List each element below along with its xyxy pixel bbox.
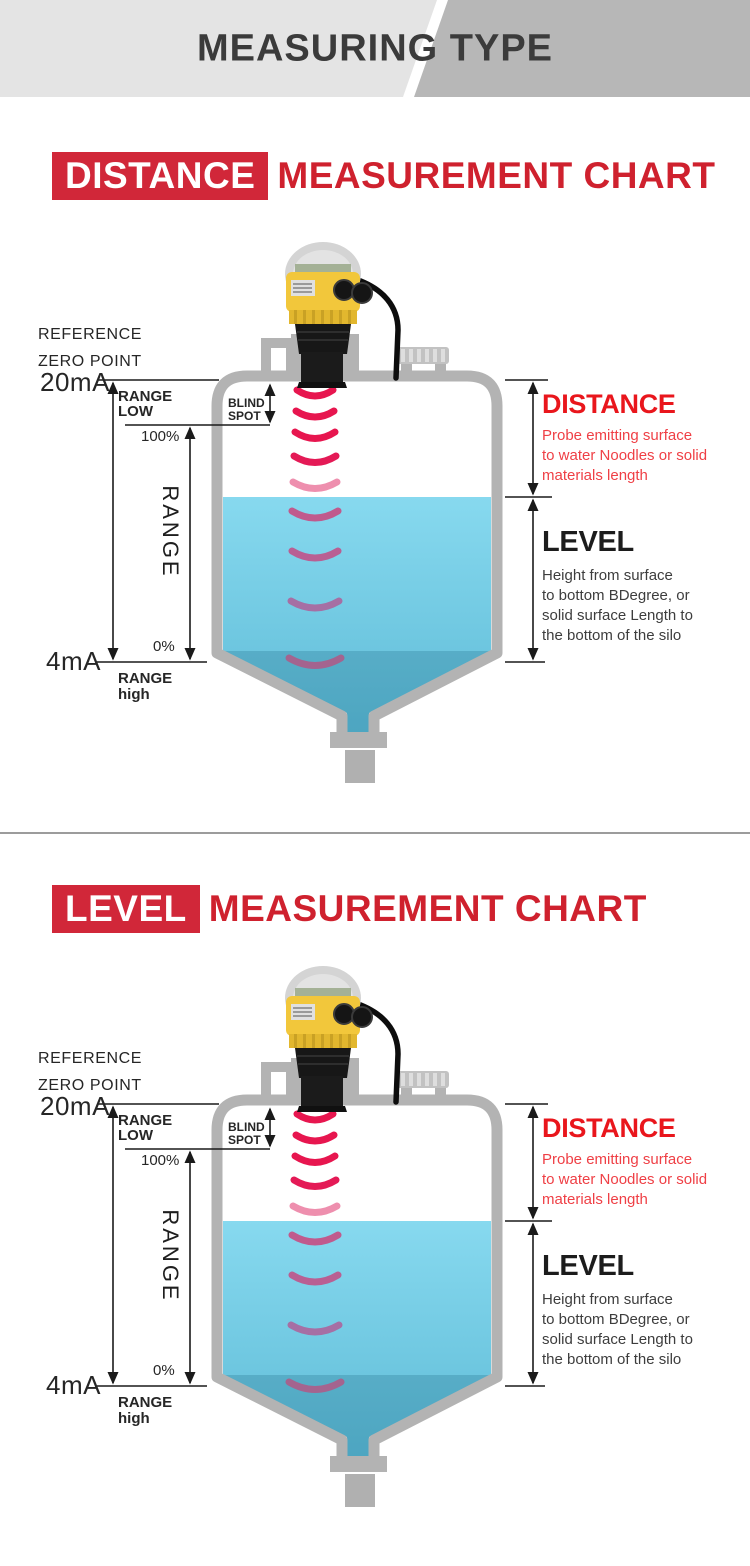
level-annotation: LEVEL Height from surface to bottom BDeg… bbox=[542, 526, 693, 646]
section-title-distance: DISTANCE MEASUREMENT CHART bbox=[52, 152, 715, 200]
page-title: MEASURING TYPE bbox=[196, 27, 554, 69]
title-highlight: LEVEL bbox=[52, 885, 200, 933]
range-low-label: RANGE LOW bbox=[118, 388, 173, 420]
cable-gland bbox=[351, 282, 373, 304]
water-fill bbox=[223, 1221, 491, 1456]
measurement-diagram: REFERENCE ZERO POINT 20mA RANGE LOW 100%… bbox=[0, 954, 750, 1516]
range-high-label: RANGE high bbox=[118, 670, 173, 703]
sensor-probe bbox=[301, 352, 343, 384]
tank-vent-cap bbox=[397, 347, 449, 377]
range-low-label: RANGE LOW bbox=[118, 1112, 173, 1144]
banner-light-panel bbox=[0, 0, 437, 97]
distance-title: DISTANCE bbox=[542, 389, 676, 419]
distance-title: DISTANCE bbox=[542, 1113, 676, 1143]
dimension-lines bbox=[97, 1103, 552, 1387]
section-divider bbox=[0, 832, 750, 834]
blind-spot-label: BLIND SPOT bbox=[228, 396, 265, 423]
outlet-pipe bbox=[345, 1474, 375, 1507]
ultrasonic-sensor bbox=[285, 966, 401, 1112]
pct-100-label: 100% bbox=[141, 1152, 180, 1169]
reference-label: REFERENCE bbox=[38, 326, 143, 343]
range-high-label: RANGE high bbox=[118, 1394, 173, 1427]
distance-description: Probe emitting surface to water Noodles … bbox=[542, 1150, 708, 1208]
zero-point-label: ZERO POINT bbox=[38, 353, 142, 370]
tank-graphic bbox=[97, 966, 552, 1507]
sensor-probe bbox=[301, 1076, 343, 1108]
tank-nozzle-left bbox=[261, 1062, 296, 1072]
title-highlight: DISTANCE bbox=[52, 152, 269, 200]
reference-label: REFERENCE bbox=[38, 1050, 143, 1067]
level-title: LEVEL bbox=[542, 526, 634, 558]
pct-0-label: 0% bbox=[153, 1362, 175, 1379]
current-4ma-label: 4mA bbox=[46, 646, 101, 676]
current-4ma-label: 4mA bbox=[46, 1370, 101, 1400]
outlet-flange bbox=[330, 732, 387, 748]
level-description: Height from surface to bottom BDegree, o… bbox=[542, 566, 693, 644]
sensor-cable bbox=[349, 999, 401, 1105]
current-20ma-label: 20mA bbox=[40, 1091, 110, 1121]
tank-graphic bbox=[97, 242, 552, 783]
distance-annotation: DISTANCE Probe emitting surface to water… bbox=[542, 1113, 708, 1210]
outlet-flange bbox=[330, 1456, 387, 1472]
tank-nozzle-left bbox=[261, 338, 296, 348]
title-rest: MEASUREMENT CHART bbox=[277, 155, 716, 196]
pct-100-label: 100% bbox=[141, 428, 180, 445]
sonic-waves-icon bbox=[285, 1110, 345, 1393]
pct-0-label: 0% bbox=[153, 638, 175, 655]
cable-gland bbox=[333, 1003, 355, 1025]
tank-vent-cap bbox=[397, 1071, 449, 1101]
water-fill bbox=[223, 497, 491, 732]
sensor-cable bbox=[349, 275, 401, 381]
current-20ma-label: 20mA bbox=[40, 367, 110, 397]
distance-annotation: DISTANCE Probe emitting surface to water… bbox=[542, 389, 708, 486]
range-axis-label: RANGE bbox=[158, 1209, 184, 1303]
banner-dark-panel bbox=[414, 0, 750, 97]
header-banner: MEASURING TYPE bbox=[0, 0, 750, 97]
cable-gland bbox=[351, 1006, 373, 1028]
measurement-diagram: REFERENCE ZERO POINT 20mA RANGE LOW 100%… bbox=[0, 230, 750, 792]
section-title-level: LEVEL MEASUREMENT CHART bbox=[52, 885, 647, 933]
level-annotation: LEVEL Height from surface to bottom BDeg… bbox=[542, 1250, 693, 1370]
level-title: LEVEL bbox=[542, 1250, 634, 1282]
ultrasonic-sensor bbox=[285, 242, 401, 388]
distance-description: Probe emitting surface to water Noodles … bbox=[542, 426, 708, 484]
distance-diagram-slot: REFERENCE ZERO POINT 20mA RANGE LOW 100%… bbox=[0, 230, 750, 792]
range-axis-label: RANGE bbox=[158, 485, 184, 579]
blind-spot-label: BLIND SPOT bbox=[228, 1120, 265, 1147]
sonic-waves-icon bbox=[285, 386, 345, 669]
zero-point-label: ZERO POINT bbox=[38, 1077, 142, 1094]
dimension-lines bbox=[97, 379, 552, 663]
cable-gland bbox=[333, 279, 355, 301]
level-description: Height from surface to bottom BDegree, o… bbox=[542, 1290, 693, 1368]
title-rest: MEASUREMENT CHART bbox=[208, 888, 647, 929]
outlet-pipe bbox=[345, 750, 375, 783]
level-diagram-slot: REFERENCE ZERO POINT 20mA RANGE LOW 100%… bbox=[0, 954, 750, 1516]
